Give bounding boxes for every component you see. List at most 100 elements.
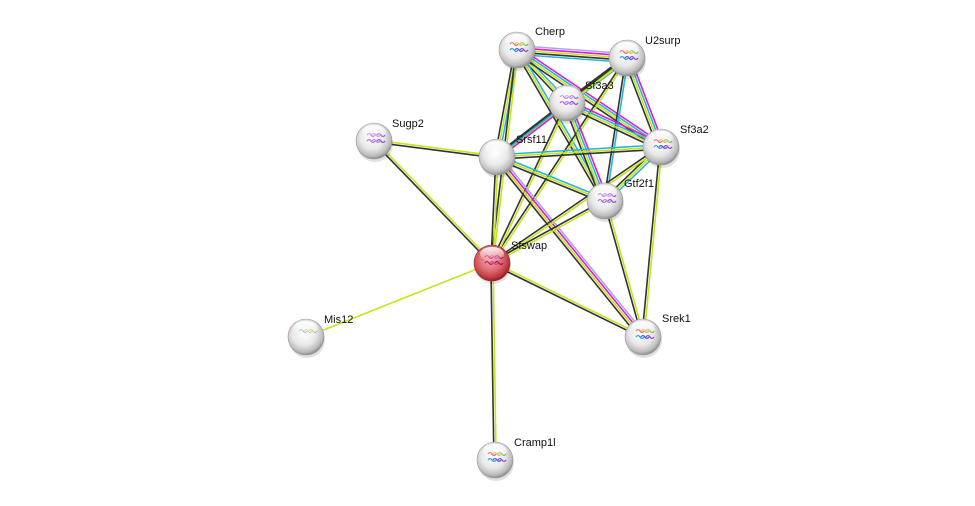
edge-line-coexpression	[514, 50, 604, 203]
node-u2surp[interactable]: U2surp	[608, 35, 680, 79]
node-highlight	[294, 321, 318, 335]
edge-line-textmining	[605, 200, 645, 337]
node-gtf2f1[interactable]: Gtf2f1	[586, 178, 654, 222]
node-highlight	[649, 131, 673, 145]
edge-line-textmining	[492, 103, 569, 264]
node-srek1[interactable]: Srek1	[624, 313, 691, 358]
node-mis12[interactable]: Mis12	[287, 314, 353, 358]
edge-line-textmining	[492, 261, 644, 337]
edge-srsf11-srek1[interactable]	[493, 154, 647, 340]
node-sf3a3[interactable]: Sf3a3	[548, 80, 614, 124]
node-label: Sugp2	[392, 118, 424, 130]
node-label: Srsf11	[516, 134, 547, 146]
edge-srsf11-sf3a2[interactable]	[496, 144, 662, 160]
edge-sfswap-srek1[interactable]	[491, 261, 644, 339]
edge-line-database	[518, 48, 608, 201]
edge-line-coexpression	[373, 141, 497, 159]
node-cherp[interactable]: Cherp	[498, 26, 565, 71]
node-highlight	[480, 247, 504, 261]
protein-structure-mark	[371, 138, 381, 144]
protein-structure-mark	[509, 47, 519, 53]
edge-cherp-u2surp[interactable]	[516, 44, 628, 64]
edge-line-textmining	[492, 58, 629, 265]
edge-line-coexpression	[495, 158, 605, 204]
edge-u2surp-sfswap[interactable]	[490, 56, 629, 265]
node-srsf11[interactable]: Srsf11	[478, 134, 547, 178]
protein-structure-mark	[569, 100, 579, 106]
edge-line-textmining	[516, 49, 628, 59]
node-highlight	[483, 444, 507, 458]
node-highlight	[593, 185, 617, 199]
node-highlight	[615, 42, 639, 56]
edge-line-textmining	[496, 156, 606, 202]
edge-gtf2f1-srek1[interactable]	[603, 200, 645, 338]
edge-line-coexpression	[491, 199, 605, 263]
node-sf3a2[interactable]: Sf3a2	[642, 124, 709, 168]
protein-structure-mark	[564, 100, 574, 106]
node-sugp2[interactable]: Sugp2	[355, 118, 424, 162]
node-label: Srek1	[662, 313, 691, 325]
node-highlight	[555, 87, 579, 101]
protein-structure-mark	[653, 144, 663, 150]
edge-sugp2-srsf11[interactable]	[373, 139, 498, 159]
edge-sf3a3-sfswap[interactable]	[490, 102, 569, 264]
edge-cherp-gtf2f1[interactable]	[514, 48, 608, 203]
node-label: Sf3a2	[680, 124, 709, 136]
edge-line-experiments	[497, 155, 645, 337]
protein-structure-mark	[597, 198, 607, 204]
edge-sf3a2-srek1[interactable]	[641, 146, 663, 338]
edge-line-homology	[517, 44, 628, 55]
edge-line-coexpression	[372, 141, 492, 265]
edge-line-coexpression	[493, 158, 642, 340]
node-label: Gtf2f1	[624, 178, 654, 190]
node-cramp1l[interactable]: Cramp1l	[476, 437, 556, 481]
protein-structure-mark	[619, 55, 629, 61]
edge-line-database	[497, 154, 607, 200]
edge-line-coexpression	[491, 263, 643, 339]
edge-srsf11-gtf2f1[interactable]	[495, 154, 607, 204]
edge-line-homology	[498, 154, 647, 336]
edge-line-coexpression	[516, 51, 627, 61]
edge-line-coexpression	[490, 102, 567, 263]
node-highlight	[631, 321, 655, 335]
edge-sugp2-sfswap[interactable]	[372, 139, 494, 265]
edge-line-textmining	[374, 139, 498, 157]
protein-structure-mark	[559, 100, 569, 106]
edge-line-experiments	[517, 47, 628, 57]
edge-line-coexpression	[497, 148, 662, 160]
protein-structure-mark	[663, 144, 673, 150]
edge-line-textmining	[496, 146, 662, 158]
edge-line-textmining	[492, 201, 606, 265]
protein-structure-mark	[497, 457, 507, 463]
edge-line-coexpression	[490, 56, 627, 263]
protein-structure-mark	[489, 260, 499, 266]
protein-structure-mark	[484, 260, 494, 266]
protein-structure-mark	[658, 144, 668, 150]
node-sfswap[interactable]: Sfswap	[473, 240, 547, 284]
protein-structure-mark	[624, 55, 634, 61]
protein-structure-mark	[602, 198, 612, 204]
edge-line-textmining	[374, 139, 494, 263]
protein-structure-mark	[376, 138, 386, 144]
edge-line-textmining	[643, 147, 663, 338]
protein-structure-mark	[519, 47, 529, 53]
node-label: Cramp1l	[514, 437, 556, 449]
edge-sf3a2-sfswap[interactable]	[490, 145, 663, 265]
protein-structure-mark	[635, 334, 645, 340]
protein-structure-mark	[645, 334, 655, 340]
edge-line-textmining	[305, 262, 493, 338]
protein-structure-mark	[514, 47, 524, 53]
edge-line-coexpression	[641, 146, 661, 337]
edge-sfswap-cramp1l[interactable]	[490, 262, 497, 461]
protein-structure-mark	[640, 334, 650, 340]
edge-sfswap-mis12[interactable]	[305, 262, 493, 338]
edge-line-textmining	[492, 262, 497, 460]
node-label: Sf3a3	[585, 80, 614, 92]
edge-gtf2f1-sfswap[interactable]	[491, 199, 606, 265]
edge-line-textmining	[516, 49, 606, 202]
edge-line-textmining	[492, 147, 663, 265]
node-label: Sfswap	[511, 240, 547, 252]
node-highlight	[505, 34, 529, 48]
